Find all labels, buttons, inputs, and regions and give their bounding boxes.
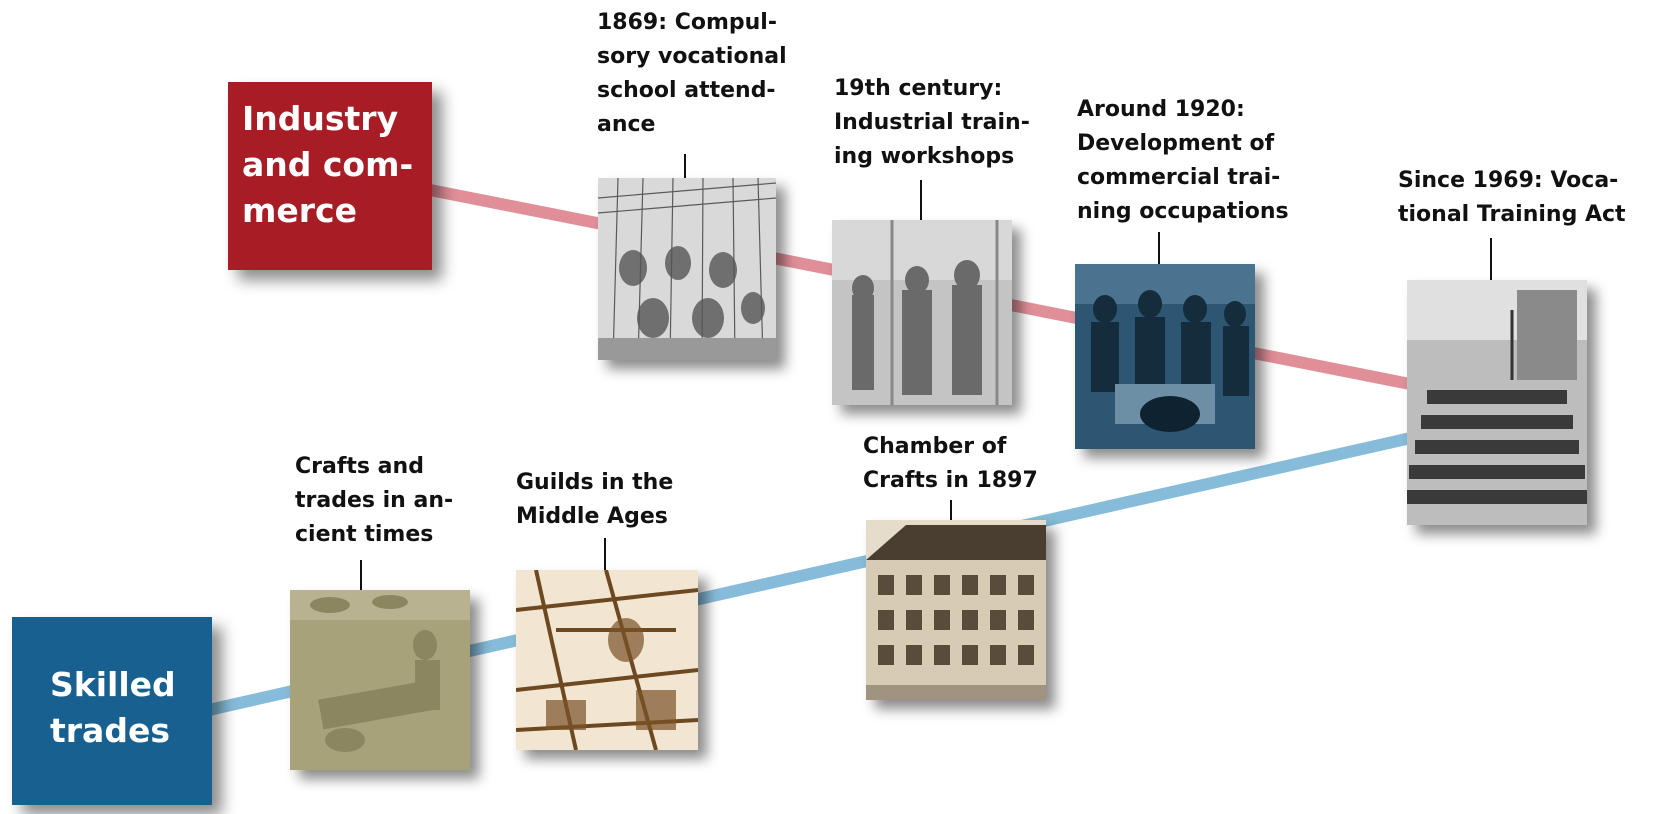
label-1969-vocational-training-act: Since 1969: Voca- tional Training Act [1398, 168, 1626, 227]
image-1920-office [1075, 264, 1255, 449]
tick-19th-century [920, 180, 922, 222]
skilled-trades-label: Skilled trades [50, 665, 176, 750]
tick-1969 [1490, 238, 1492, 282]
tick-chamber [950, 500, 952, 522]
industry-commerce-box: Industry and com- merce [228, 82, 432, 270]
tick-1920 [1158, 232, 1160, 266]
image-1969-parliament [1407, 280, 1587, 525]
image-chamber-building [866, 520, 1046, 700]
label-chamber-of-crafts-1897: Chamber of Crafts in 1897 [863, 434, 1038, 493]
image-guilds-woodcut [516, 570, 698, 750]
label-19th-century-workshops: 19th century: Industrial train- ing work… [834, 76, 1030, 169]
label-1869-vocational-school: 1869: Compul- sory vocational school att… [597, 10, 787, 137]
label-ancient-crafts: Crafts and trades in an- cient times [295, 454, 454, 547]
image-ancient-stone-relief [290, 590, 470, 770]
skilled-trades-box: Skilled trades [12, 617, 212, 805]
label-guilds-middle-ages: Guilds in the Middle Ages [516, 470, 674, 529]
image-1869-classroom-engraving [598, 178, 776, 360]
tick-1869 [684, 154, 686, 180]
label-1920-commercial-training: Around 1920: Development of commercial t… [1077, 97, 1289, 224]
industry-commerce-label: Industry and com- merce [242, 99, 414, 230]
image-19th-century-workshop [832, 220, 1012, 405]
tick-ancient [360, 560, 362, 592]
tick-guilds [604, 538, 606, 572]
